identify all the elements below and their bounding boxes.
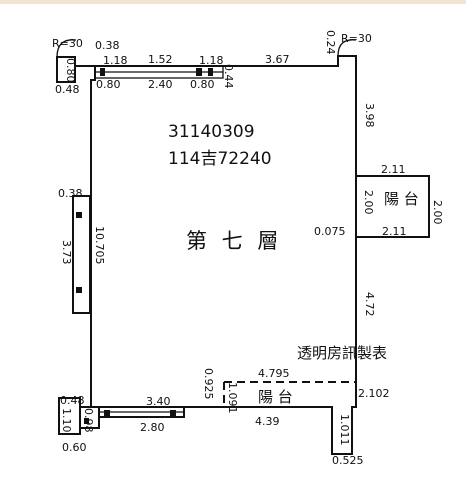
dim-balcony-2-11-top: 2.11 xyxy=(381,163,406,176)
dim-bottom-4-795: 4.795 xyxy=(258,367,290,380)
dim-top-1-18a: 1.18 xyxy=(103,54,128,67)
fixture-bottom-1 xyxy=(104,410,110,416)
fixture-top-2 xyxy=(196,68,202,76)
dim-bottom-0-925: 0.925 xyxy=(202,368,215,400)
fixture-bottom-2 xyxy=(170,410,176,416)
dim-top-0-38: 0.38 xyxy=(95,39,120,52)
dim-bottom-4-39: 4.39 xyxy=(255,415,280,428)
dim-bottom-3-40: 3.40 xyxy=(146,395,171,408)
dim-balcony-2-00-right: 2.00 xyxy=(431,200,444,225)
dim-left-0-48-bottom: 0.48 xyxy=(60,394,85,407)
dim-top-1-18b: 1.18 xyxy=(199,54,224,67)
radius-left-label: R=30 xyxy=(52,37,83,50)
dim-left-0-48-top: 0.48 xyxy=(55,83,80,96)
dim-left-0-38: 0.38 xyxy=(58,187,83,200)
dim-top-0-24: 0.24 xyxy=(324,30,337,55)
radius-right-label: R=30 xyxy=(341,32,372,45)
main-wall-outline xyxy=(90,55,357,455)
right-door-arc xyxy=(337,39,357,57)
dim-left-3-73: 3.73 xyxy=(60,240,73,265)
dim-top-2-40: 2.40 xyxy=(148,78,173,91)
fixture-top-3 xyxy=(208,68,213,76)
dim-left-0-98: 0.98 xyxy=(82,408,95,433)
top-border-strip xyxy=(0,0,466,4)
fixture-top-1 xyxy=(100,68,105,76)
right-balcony-box xyxy=(355,175,430,238)
dim-balcony-2-00-left: 2.00 xyxy=(362,190,375,215)
top-left-bay xyxy=(56,56,76,83)
dim-bottom-1-011: 1.011 xyxy=(338,414,351,446)
dim-top-0-44: 0.44 xyxy=(222,64,235,89)
dim-left-0-60: 0.60 xyxy=(62,441,87,454)
dim-top-3-67: 3.67 xyxy=(265,53,290,66)
dim-left-10-705: 10.705 xyxy=(93,226,106,265)
dim-bottom-0-525: 0.525 xyxy=(332,454,364,467)
fixture-left-2 xyxy=(76,287,82,293)
dim-right-3-98: 3.98 xyxy=(363,103,376,128)
dim-left-0-80: 0.80 xyxy=(64,58,77,83)
dim-top-0-80-right: 0.80 xyxy=(190,78,215,91)
dim-bottom-2-80: 2.80 xyxy=(140,421,165,434)
building-number: 114吉72240 xyxy=(168,149,272,169)
dim-top-0-80-left: 0.80 xyxy=(96,78,121,91)
balcony-bottom-label: 陽 台 xyxy=(258,388,293,406)
dim-bottom-2-102: 2.102 xyxy=(358,387,390,400)
fixture-left-1 xyxy=(76,212,82,218)
floor-name: 第 七 層 xyxy=(186,229,283,253)
case-number: 31140309 xyxy=(168,122,255,142)
dim-top-1-52: 1.52 xyxy=(148,53,173,66)
dim-right-0-075: 0.075 xyxy=(314,225,346,238)
balcony-right-label: 陽 台 xyxy=(384,190,419,208)
bottom-left-bay xyxy=(58,397,81,435)
dim-balcony-2-11-bottom: 2.11 xyxy=(382,225,407,238)
dim-bottom-1-091: 1.091 xyxy=(226,382,239,414)
fixture-bottom-3 xyxy=(84,418,89,424)
dim-left-1-10: 1.10 xyxy=(60,408,73,433)
note-text: 透明房訊製表 xyxy=(297,344,388,362)
left-door-arc xyxy=(56,39,77,58)
left-window-column xyxy=(72,195,91,314)
dim-right-4-72: 4.72 xyxy=(363,292,376,317)
